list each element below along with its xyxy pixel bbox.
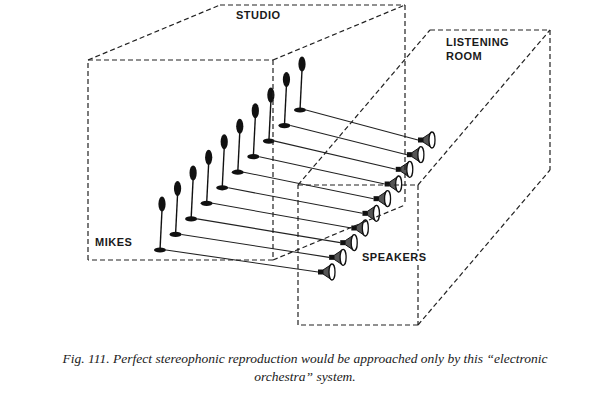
wire	[306, 110, 418, 140]
microphone	[216, 134, 228, 190]
mike-base	[278, 123, 290, 128]
room-edge	[272, 60, 273, 260]
mike-head	[174, 181, 181, 196]
room-outline	[296, 28, 552, 327]
mike-stand	[238, 132, 240, 172]
speaker-rim	[418, 147, 424, 163]
speaker-magnet	[385, 182, 390, 187]
speaker-magnet	[362, 211, 367, 216]
speaker-magnet	[351, 226, 356, 231]
speaker	[318, 264, 335, 280]
mike-base	[154, 247, 166, 252]
mike-base	[170, 232, 182, 237]
microphone	[278, 72, 290, 128]
speaker	[351, 220, 368, 236]
mike-stand	[176, 194, 178, 234]
wire	[166, 250, 318, 272]
room-edge	[298, 30, 430, 185]
speaker	[329, 249, 346, 265]
mike-base	[294, 107, 306, 112]
mike-stand	[207, 163, 209, 203]
mike-base	[216, 185, 228, 190]
microphone	[154, 197, 166, 253]
room-label: LISTENING ROOM	[446, 36, 518, 64]
mike-base	[232, 170, 244, 175]
mike-head	[283, 72, 290, 87]
mike-stand	[191, 179, 193, 219]
speaker-rim	[373, 205, 379, 221]
microphone	[294, 57, 306, 113]
wires	[166, 110, 418, 272]
speaker-rim	[429, 132, 435, 148]
mike-base	[185, 216, 197, 221]
speakers-label: SPEAKERS	[360, 251, 429, 265]
speaker-rim	[340, 249, 346, 265]
microphone	[185, 165, 197, 221]
mike-stand	[284, 86, 286, 126]
microphone	[247, 103, 259, 159]
room-label: STUDIO	[236, 9, 326, 23]
speaker	[374, 191, 391, 207]
wire	[290, 126, 406, 155]
room-outline	[86, 3, 407, 262]
studio-room: STUDIO	[86, 3, 407, 262]
room-edge	[273, 5, 405, 60]
wire	[228, 188, 362, 214]
mike-stand	[300, 70, 302, 110]
room-edge	[88, 259, 273, 260]
figure-caption: Fig. 111. Perfect stereophonic reproduct…	[40, 350, 570, 386]
microphone	[201, 150, 213, 206]
speaker-rim	[351, 235, 357, 251]
speaker-magnet	[407, 152, 412, 157]
speaker-rim	[385, 191, 391, 207]
speaker	[396, 161, 413, 177]
speaker-magnet	[318, 270, 323, 275]
mike-head	[298, 57, 305, 72]
speaker-magnet	[418, 138, 423, 143]
mike-base	[201, 201, 213, 206]
speaker-magnet	[374, 196, 379, 201]
room-edge	[298, 324, 418, 325]
mike-stand	[222, 148, 224, 188]
microphones	[154, 57, 306, 253]
wire	[259, 157, 384, 184]
mike-stand	[269, 101, 271, 141]
mike-stand	[253, 117, 255, 157]
room-edge	[418, 30, 550, 185]
microphone	[232, 119, 244, 175]
mike-head	[190, 165, 197, 180]
mike-head	[252, 103, 259, 118]
speaker	[418, 132, 435, 148]
speaker-rim	[407, 161, 413, 177]
speaker-rim	[329, 264, 335, 280]
room-edge	[88, 59, 273, 60]
room-edge	[298, 184, 418, 185]
room-edge	[418, 170, 550, 325]
room-edge	[220, 4, 405, 5]
wire	[275, 141, 396, 169]
speaker-magnet	[396, 167, 401, 172]
speaker	[385, 176, 402, 192]
mike-head	[158, 197, 165, 212]
microphone	[170, 181, 182, 237]
room-edge	[87, 60, 88, 260]
speaker	[340, 235, 357, 251]
mike-head	[236, 119, 243, 134]
room-edge	[297, 185, 298, 325]
mikes-label: MIKES	[93, 236, 134, 250]
room-edge	[430, 29, 550, 30]
mike-base	[247, 154, 259, 159]
mike-head	[221, 134, 228, 149]
room-edge	[88, 5, 220, 60]
listening-room: LISTENING ROOM	[296, 28, 552, 327]
speaker-magnet	[329, 255, 334, 260]
speaker-magnet	[340, 240, 345, 245]
speaker-rim	[396, 176, 402, 192]
speaker	[407, 147, 424, 163]
room-edge	[549, 30, 550, 170]
mike-stand	[160, 210, 162, 250]
room-edge	[404, 5, 405, 205]
mike-head	[205, 150, 212, 165]
